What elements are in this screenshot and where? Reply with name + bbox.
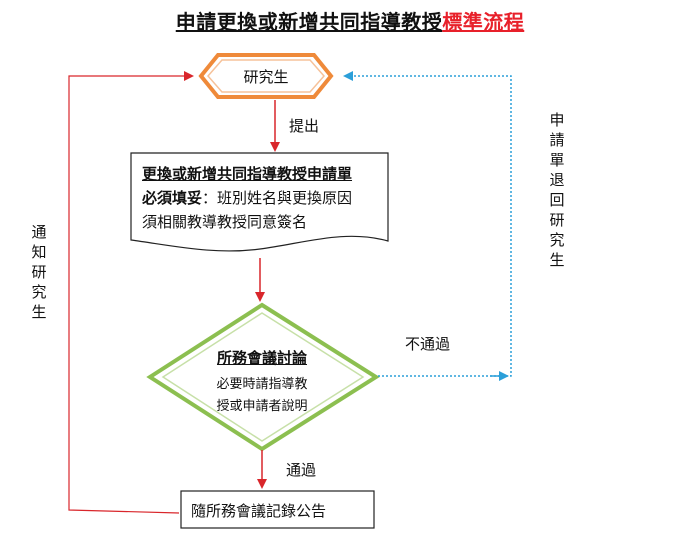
title-main: 申請更換或新增共同指導教授 — [175, 10, 443, 34]
arrow-notify-student — [68, 71, 194, 514]
form-line3: 須相關教導教授同意簽名 — [142, 213, 308, 231]
meeting-line1: 必要時請指導教 — [216, 377, 308, 392]
form-required-label: 必須填妥 — [142, 189, 203, 207]
arrow-return-form — [343, 71, 512, 377]
edge-label-return: 申請單退回研究生 — [549, 111, 565, 269]
meeting-line2: 授或申請者說明 — [216, 399, 308, 414]
edge-label-pass: 通過 — [286, 461, 317, 479]
edge-label-notify: 通知研究生 — [31, 223, 47, 321]
title-highlight: 標準流程 — [442, 10, 525, 34]
form-required-sep: ： — [202, 189, 218, 207]
student-node-shape — [198, 53, 334, 99]
announce-node-shape — [180, 490, 375, 529]
meeting-title: 所務會議討論 — [216, 349, 307, 367]
meeting-node-shape — [146, 302, 380, 452]
form-required-line: 必須填妥：班別姓名與更換原因 — [142, 187, 352, 208]
student-node-inner — [207, 59, 325, 93]
form-title: 更換或新增共同指導教授申請單 — [142, 165, 353, 183]
edge-label-fail: 不通過 — [405, 335, 451, 353]
form-required-text: 班別姓名與更換原因 — [217, 189, 353, 207]
page-title: 申請更換或新增共同指導教授標準流程 — [0, 6, 700, 35]
form-node-shape — [130, 152, 389, 252]
student-node-label: 研究生 — [243, 68, 289, 86]
edge-label-submit: 提出 — [289, 117, 320, 135]
announce-node-label: 隨所務會議記錄公告 — [191, 502, 327, 520]
meeting-node-inner — [161, 312, 365, 442]
